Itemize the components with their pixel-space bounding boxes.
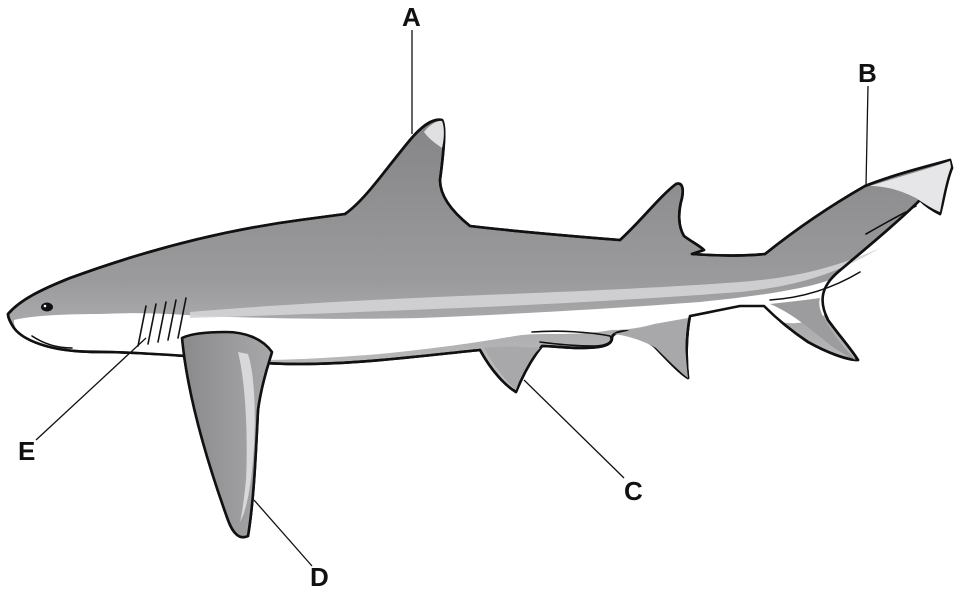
leader-c [524, 380, 624, 478]
leader-b [866, 86, 868, 186]
leader-e [36, 338, 146, 440]
pectoral-fin-outline [182, 332, 272, 537]
eye [41, 303, 53, 312]
label-a: A [402, 2, 421, 32]
leader-d [254, 500, 312, 566]
label-d: D [310, 562, 329, 592]
label-c: C [624, 476, 643, 506]
caudal-lower-lobe [770, 298, 856, 360]
label-b: B [858, 58, 877, 88]
shark-body [8, 120, 952, 392]
label-e: E [18, 436, 35, 466]
